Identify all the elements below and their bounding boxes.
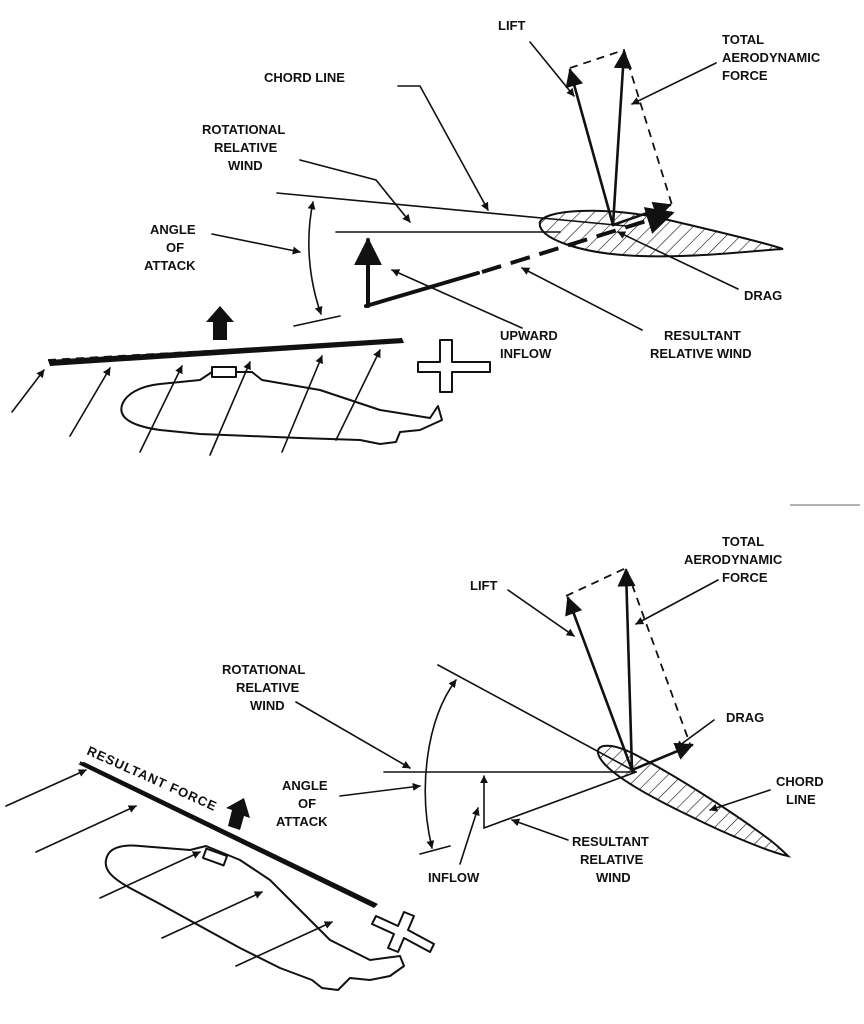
top-lift-leader [529, 41, 575, 97]
top-lift-arrow [565, 68, 615, 227]
bottom-airfoil [597, 744, 792, 858]
bottom-inflow-label: INFLOW [428, 870, 480, 885]
top-drag-leader [617, 231, 739, 290]
bottom-aoa-arc [424, 679, 457, 849]
bottom-aoa-leader [339, 782, 421, 797]
top-rotor-dashed [47, 339, 403, 361]
top-force-parallelogram [569, 48, 673, 206]
bottom-inflow-leader [459, 807, 480, 865]
top-total-label-2: AERODYNAMIC [722, 50, 821, 65]
bottom-total-label-1: TOTAL [722, 534, 764, 549]
top-airflow-lines [11, 349, 381, 456]
top-total-leader [631, 62, 717, 105]
bottom-resultant-leader [511, 818, 569, 841]
top-chord-label: CHORD LINE [264, 70, 345, 85]
bottom-resultant-wind-line [483, 771, 637, 829]
top-rot-label-2: RELATIVE [214, 140, 278, 155]
bottom-lift-leader [507, 589, 575, 637]
bottom-total-label-2: AERODYNAMIC [684, 552, 783, 567]
bottom-resultant-label-3: WIND [596, 870, 631, 885]
bottom-panel: TOTAL AERODYNAMIC FORCE LIFT ROTATIONAL … [5, 534, 824, 991]
bottom-rot-label-3: WIND [250, 698, 285, 713]
bottom-chord-leader [709, 789, 771, 812]
top-resultant-label-1: RESULTANT [664, 328, 741, 343]
top-drag-arrow [611, 201, 672, 227]
bottom-helicopter [104, 844, 435, 991]
top-rot-label-3: WIND [228, 158, 263, 173]
bottom-lift-arrow [565, 596, 634, 772]
top-helicopter [120, 339, 491, 445]
top-lift-label: LIFT [498, 18, 525, 33]
top-rotor-blade [48, 338, 404, 366]
top-chord-line [276, 192, 627, 227]
bottom-chord-label-2: LINE [786, 792, 816, 807]
bottom-total-leader [635, 579, 719, 625]
top-upward-label-2: INFLOW [500, 346, 552, 361]
bottom-rot-label-1: ROTATIONAL [222, 662, 305, 677]
top-up-arrow-icon [206, 306, 234, 340]
bottom-rot-leader [295, 701, 411, 769]
bottom-drag-label: DRAG [726, 710, 764, 725]
bottom-chord-label-1: CHORD [776, 774, 824, 789]
top-total-label-3: FORCE [722, 68, 768, 83]
bottom-chord-line [437, 664, 637, 773]
bottom-rot-label-2: RELATIVE [236, 680, 300, 695]
top-aoa-label-1: ANGLE [150, 222, 196, 237]
top-aoa-tick [293, 315, 341, 327]
bottom-total-force-arrow [617, 568, 636, 772]
top-resultant-wind-dash [481, 207, 675, 274]
top-panel: LIFT TOTAL AERODYNAMIC FORCE CHORD LINE … [11, 18, 821, 456]
bottom-resultant-force-arrow-icon [226, 798, 250, 830]
top-aoa-arc [307, 201, 323, 315]
bottom-resultant-force-label: RESULTANT FORCE [85, 743, 220, 814]
bottom-total-label-3: FORCE [722, 570, 768, 585]
top-total-label-1: TOTAL [722, 32, 764, 47]
bottom-resultant-label-1: RESULTANT [572, 834, 649, 849]
bottom-aoa-tick [419, 845, 451, 855]
bottom-aoa-label-1: ANGLE [282, 778, 328, 793]
top-resultant-leader [521, 267, 643, 331]
top-chord-leader [397, 85, 489, 211]
top-aoa-label-3: ATTACK [144, 258, 196, 273]
bottom-aoa-label-3: ATTACK [276, 814, 328, 829]
bottom-airflow-lines [5, 769, 333, 967]
top-upward-label-1: UPWARD [500, 328, 558, 343]
top-aoa-label-2: OF [166, 240, 184, 255]
top-rot-label-1: ROTATIONAL [202, 122, 285, 137]
bottom-rotor-blade [78, 762, 378, 908]
bottom-drag-arrow [630, 742, 694, 772]
top-total-force-arrow [611, 50, 633, 227]
top-aoa-leader [211, 233, 301, 255]
bottom-lift-label: LIFT [470, 578, 497, 593]
bottom-resultant-label-2: RELATIVE [580, 852, 644, 867]
top-resultant-wind-line [364, 271, 480, 308]
bottom-aoa-label-2: OF [298, 796, 316, 811]
bottom-drag-leader [675, 719, 715, 749]
top-drag-label: DRAG [744, 288, 782, 303]
top-resultant-label-2: RELATIVE WIND [650, 346, 752, 361]
top-rot-leader [299, 159, 411, 223]
top-upward-leader [391, 269, 523, 329]
